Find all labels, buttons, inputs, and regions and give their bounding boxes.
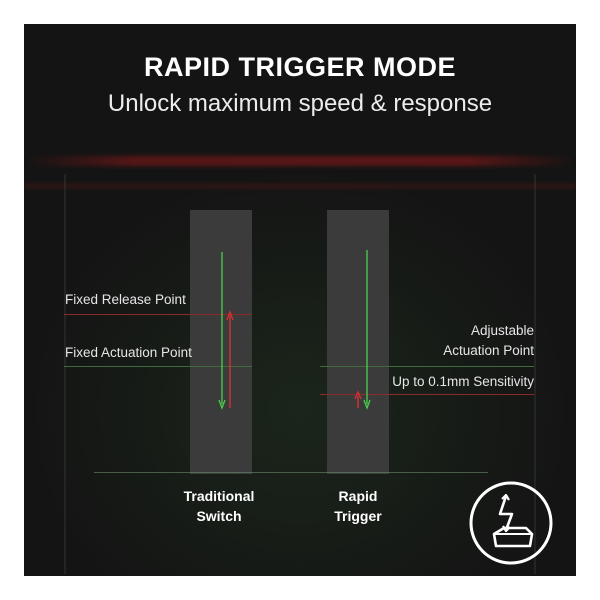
traditional-release-arrowhead [226,310,234,321]
baseline [94,472,488,473]
rapid-caption-line2: Trigger [334,508,382,524]
traditional-press-arrowhead [218,399,226,410]
hero-panel: RAPID TRIGGER MODE Unlock maximum speed … [24,24,576,576]
sensitivity-line [320,394,534,395]
background-red-light-lower [24,184,576,188]
rapid-trigger-switch-bar [327,210,389,474]
traditional-caption: Traditional Switch [164,486,274,526]
background-glow [24,164,576,576]
page-subtitle: Unlock maximum speed & response [107,90,493,117]
background-post [534,174,536,574]
fixed-release-line [64,314,252,315]
rapid-press-arrowhead [363,399,371,410]
rapid-caption-line1: Rapid [338,488,378,504]
fixed-actuation-line [64,366,252,367]
travel-arrows [218,250,371,410]
sensitivity-label: Up to 0.1mm Sensitivity [392,374,534,389]
traditional-caption-line2: Switch [196,508,242,524]
page-title: RAPID TRIGGER MODE [143,52,456,82]
rapid-caption: Rapid Trigger [308,486,408,526]
keycap-lightning-icon [469,481,553,565]
traditional-caption-line1: Traditional [183,488,255,504]
traditional-switch-bar [190,210,252,474]
fixed-actuation-label: Fixed Actuation Point [65,345,192,360]
background-post [64,174,66,574]
adjustable-label-line1: Adjustable [470,323,534,338]
adjustable-label-line2: Actuation Point [443,343,534,358]
background-red-light [24,156,576,166]
adjustable-actuation-line [320,366,534,367]
rapid-release-arrowhead [354,390,362,400]
fixed-release-label: Fixed Release Point [65,292,186,307]
